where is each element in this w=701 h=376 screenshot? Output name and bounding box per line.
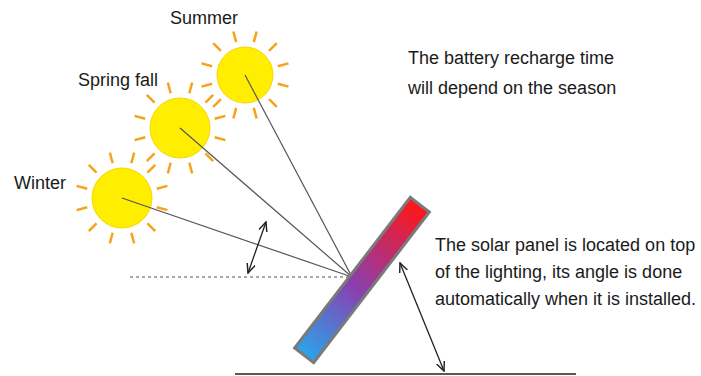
sun-ray bbox=[168, 163, 171, 174]
sun-ray bbox=[110, 233, 113, 244]
solar-panel bbox=[295, 197, 430, 362]
sun-ray bbox=[135, 116, 146, 119]
sun-ray bbox=[254, 32, 257, 43]
season-label: Winter bbox=[14, 170, 66, 197]
sun-ray bbox=[147, 165, 155, 173]
horizon-line bbox=[130, 276, 352, 277]
sun-ray bbox=[147, 153, 155, 161]
angle-arrow bbox=[248, 222, 266, 273]
note-text: The solar panel is located on top of the… bbox=[435, 232, 697, 313]
sun-ray bbox=[254, 108, 257, 119]
sun-ray bbox=[89, 165, 97, 173]
sun-ray bbox=[131, 153, 134, 164]
sun-ray bbox=[189, 163, 192, 174]
sun-ray bbox=[147, 223, 155, 231]
sun-ray bbox=[110, 153, 113, 164]
sun-ray bbox=[213, 99, 221, 107]
sun-ray bbox=[233, 32, 236, 43]
sun-ray bbox=[205, 153, 213, 161]
sun-ray bbox=[77, 207, 88, 210]
note-text: The battery recharge time will depend on… bbox=[408, 44, 618, 103]
sun-ray bbox=[213, 43, 221, 51]
sun-ray bbox=[278, 63, 289, 66]
season-label: Summer bbox=[170, 5, 238, 32]
sun-ray bbox=[269, 43, 277, 51]
sun-ray bbox=[77, 186, 88, 189]
sun-ray bbox=[157, 207, 168, 210]
sun-ray bbox=[131, 233, 134, 244]
sun-ray bbox=[157, 186, 168, 189]
sun-ray-line bbox=[180, 128, 352, 277]
sun-ray bbox=[147, 95, 155, 103]
sun-ray bbox=[278, 84, 289, 87]
sun-ray bbox=[233, 108, 236, 119]
sun-ray-line bbox=[245, 75, 352, 277]
sun-ray bbox=[205, 95, 213, 103]
sun-ray bbox=[215, 116, 226, 119]
sun-ray bbox=[202, 84, 213, 87]
sun-ray bbox=[89, 223, 97, 231]
sun-ray-line bbox=[122, 198, 352, 277]
sun-ray bbox=[215, 137, 226, 140]
sun-ray bbox=[189, 83, 192, 94]
sun-ray bbox=[168, 83, 171, 94]
ground-line bbox=[235, 373, 576, 375]
season-label: Spring fall bbox=[78, 67, 158, 94]
sun-ray bbox=[269, 99, 277, 107]
sun-ray bbox=[135, 137, 146, 140]
sun-ray bbox=[202, 63, 213, 66]
